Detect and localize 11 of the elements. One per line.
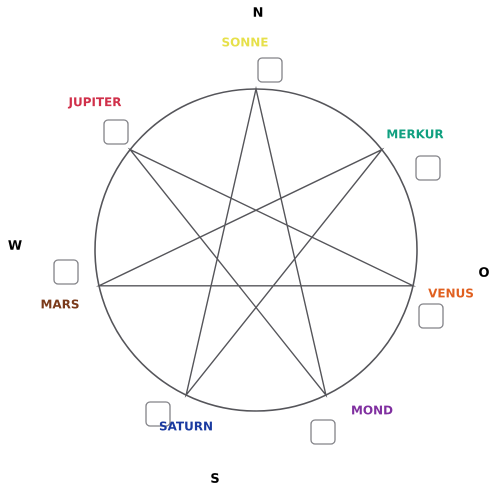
planet-name: SATURN: [160, 421, 212, 431]
planet-name: SONNE: [222, 37, 268, 47]
planet-name: VENUS: [428, 288, 473, 298]
planet-name: MARS: [42, 299, 79, 309]
compass-letter: O: [479, 267, 489, 277]
compass-letter: W: [8, 240, 22, 250]
compass-letter: S: [211, 473, 219, 483]
compass-letter: N: [254, 7, 262, 17]
planet-name: MERKUR: [387, 130, 444, 138]
planet-name: JUPITER: [68, 97, 122, 109]
planet-name: MOND: [352, 405, 392, 415]
